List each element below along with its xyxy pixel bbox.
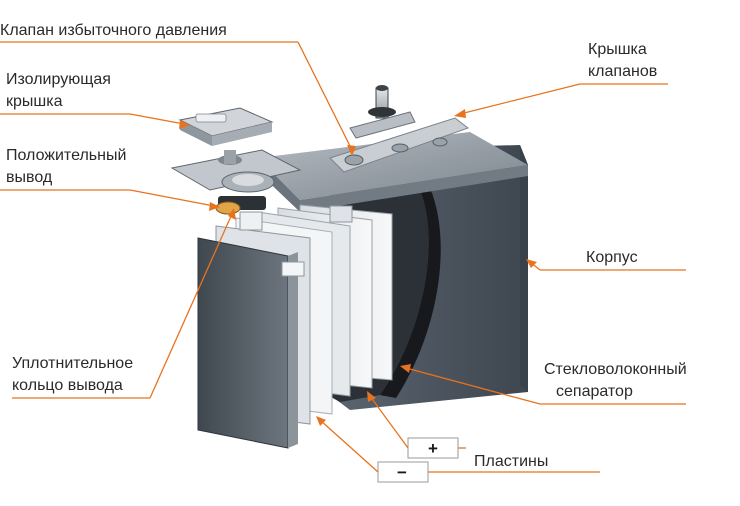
negative-terminal (349, 85, 416, 139)
battery-illustration (170, 85, 528, 449)
label-insulating-cap-line2: крышка (6, 93, 63, 110)
positive-terminal (170, 149, 302, 210)
plates-stack (197, 204, 393, 449)
label-seal-ring-line1: Уплотнительное (12, 355, 133, 372)
insulating-cap (178, 107, 274, 146)
label-positive-terminal-line1: Положительный (6, 147, 126, 164)
plus-sign: + (428, 439, 438, 458)
leader-lines (0, 41, 686, 473)
label-separator-line2: сепаратор (556, 383, 633, 400)
label-valve: Клапан избыточного давления (0, 22, 227, 39)
label-valve-cover-line1: Крышка (588, 41, 647, 58)
battery-lid (258, 132, 528, 200)
label-seal-ring-line2: кольцо вывода (12, 377, 123, 394)
label-plates: Пластины (474, 453, 548, 470)
terminal-seal-ring (215, 201, 241, 215)
label-positive-terminal-line2: вывод (6, 169, 53, 186)
label-separator-line1: Стекловолоконный (544, 361, 687, 378)
label-insulating-cap-line1: Изолирующая (6, 71, 111, 88)
label-valve-cover-line2: клапанов (588, 63, 657, 80)
minus-sign: − (397, 463, 407, 482)
label-case: Корпус (586, 249, 638, 266)
